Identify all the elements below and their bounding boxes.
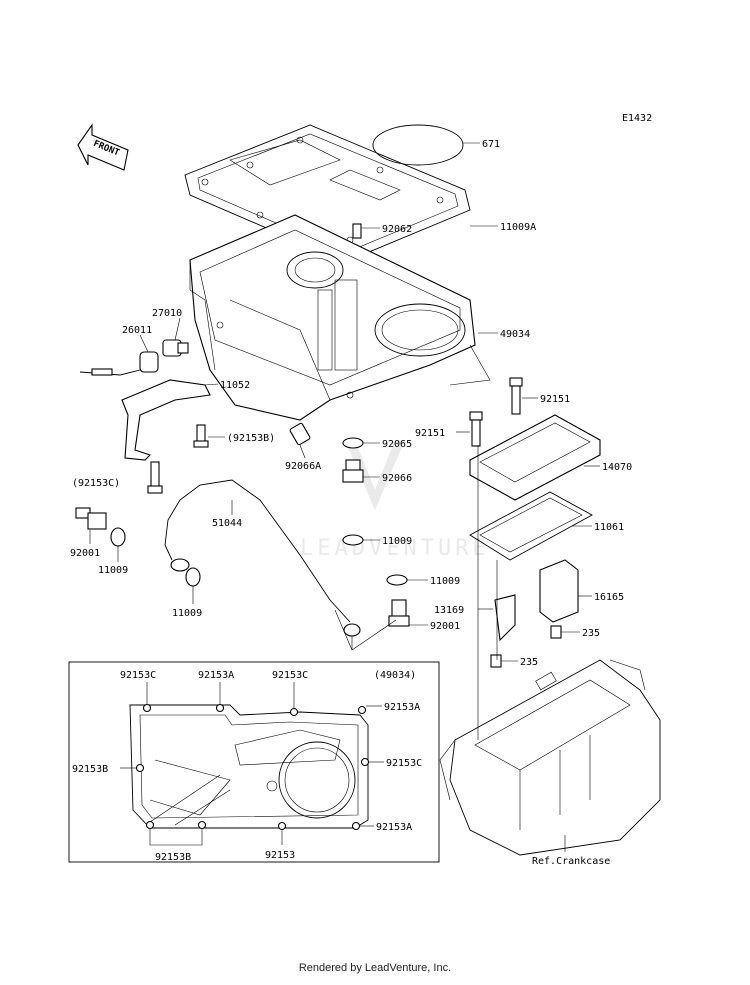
- callout-11009-a: 11009: [98, 565, 128, 576]
- bolt-92001-right: [388, 599, 410, 627]
- inset-box: [68, 661, 440, 863]
- crankcase-reference: [439, 659, 661, 856]
- washer-11009-a: [110, 527, 126, 547]
- callout-49034: 49034: [500, 329, 530, 340]
- screw-235-b: [490, 654, 502, 668]
- callout-11009-c: 11009: [382, 536, 412, 547]
- bolt-92151-left: [469, 411, 483, 447]
- callout-11052: 11052: [220, 380, 250, 391]
- inset-label-92153A-3: 92153A: [376, 822, 412, 833]
- plug-92066A: [289, 422, 311, 446]
- inset-label-92153B-2: 92153B: [155, 852, 191, 863]
- inset-label-92153A-2: 92153A: [384, 702, 420, 713]
- inset-label-92153B-1: 92153B: [72, 764, 108, 775]
- diagram-code: E1432: [622, 113, 652, 124]
- callout-671: 671: [482, 139, 500, 150]
- inset-oil-pan-bottom: [129, 703, 370, 831]
- callout-92001-a: 92001: [70, 548, 100, 559]
- o-ring-671: [372, 124, 464, 166]
- watermark-text: LEADVENTURE: [300, 536, 490, 561]
- callout-16165: 16165: [594, 592, 624, 603]
- callout-92151-a: 92151: [540, 394, 570, 405]
- callout-92001-b: 92001: [430, 621, 460, 632]
- washer-11009-d: [386, 574, 408, 586]
- oil-pan-49034: [189, 214, 491, 421]
- bracket-11052: [121, 379, 211, 461]
- callout-11009-d: 11009: [430, 576, 460, 587]
- bolt-92153B: [193, 424, 209, 448]
- element-16165: [539, 559, 579, 623]
- callout-11009-b: 11009: [172, 608, 202, 619]
- screw-235-a: [550, 625, 562, 639]
- callout-51044: 51044: [212, 518, 242, 529]
- washer-11009-b: [185, 567, 201, 587]
- wire-harness-26011: [79, 351, 159, 376]
- callout-92066A: 92066A: [285, 461, 321, 472]
- inset-label-92153: 92153: [265, 850, 295, 861]
- footer-credit: Rendered by LeadVenture, Inc.: [298, 962, 452, 974]
- callout-92066: 92066: [382, 473, 412, 484]
- callout-14070: 14070: [602, 462, 632, 473]
- callout-26011: 26011: [122, 325, 152, 336]
- washer-11009-c: [342, 534, 364, 546]
- bolt-92151-right: [509, 377, 523, 415]
- callout-235-a: 235: [582, 628, 600, 639]
- inset-label-92153C-2: 92153C: [272, 670, 308, 681]
- callout-ref-crankcase: Ref.Crankcase: [532, 856, 610, 867]
- front-arrow-icon: FRONT: [77, 123, 129, 171]
- oil-pressure-switch-27010: [162, 339, 189, 357]
- watermark-logo: LEADVENTURE: [300, 440, 490, 561]
- callout-27010: 27010: [152, 308, 182, 319]
- callout-92065: 92065: [382, 439, 412, 450]
- inset-label-92153C-1: 92153C: [120, 670, 156, 681]
- inset-label-92153C-3: 92153C: [386, 758, 422, 769]
- washer-92065: [342, 437, 364, 449]
- oil-pipe-51044: [179, 479, 351, 623]
- callout-11061: 11061: [594, 522, 624, 533]
- plug-92066: [342, 459, 364, 483]
- oil-pan-gasket: [184, 124, 471, 263]
- callout-11009A: 11009A: [500, 222, 536, 233]
- inset-title: (49034): [374, 670, 416, 681]
- bolt-92001-left: [75, 507, 107, 530]
- plate-13169: [494, 594, 516, 642]
- callout-235-b: 235: [520, 657, 538, 668]
- inset-label-92153A-1: 92153A: [198, 670, 234, 681]
- callout-92153C-paren: (92153C): [72, 478, 120, 489]
- callout-92153B-paren: (92153B): [227, 433, 275, 444]
- callout-92062: 92062: [382, 224, 412, 235]
- dowel-92062: [352, 223, 362, 239]
- gasket-11061: [469, 491, 593, 561]
- callout-92151-b: 92151: [415, 428, 445, 439]
- callout-13169: 13169: [434, 605, 464, 616]
- bolt-92153C: [147, 461, 163, 494]
- cover-14070: [469, 414, 601, 501]
